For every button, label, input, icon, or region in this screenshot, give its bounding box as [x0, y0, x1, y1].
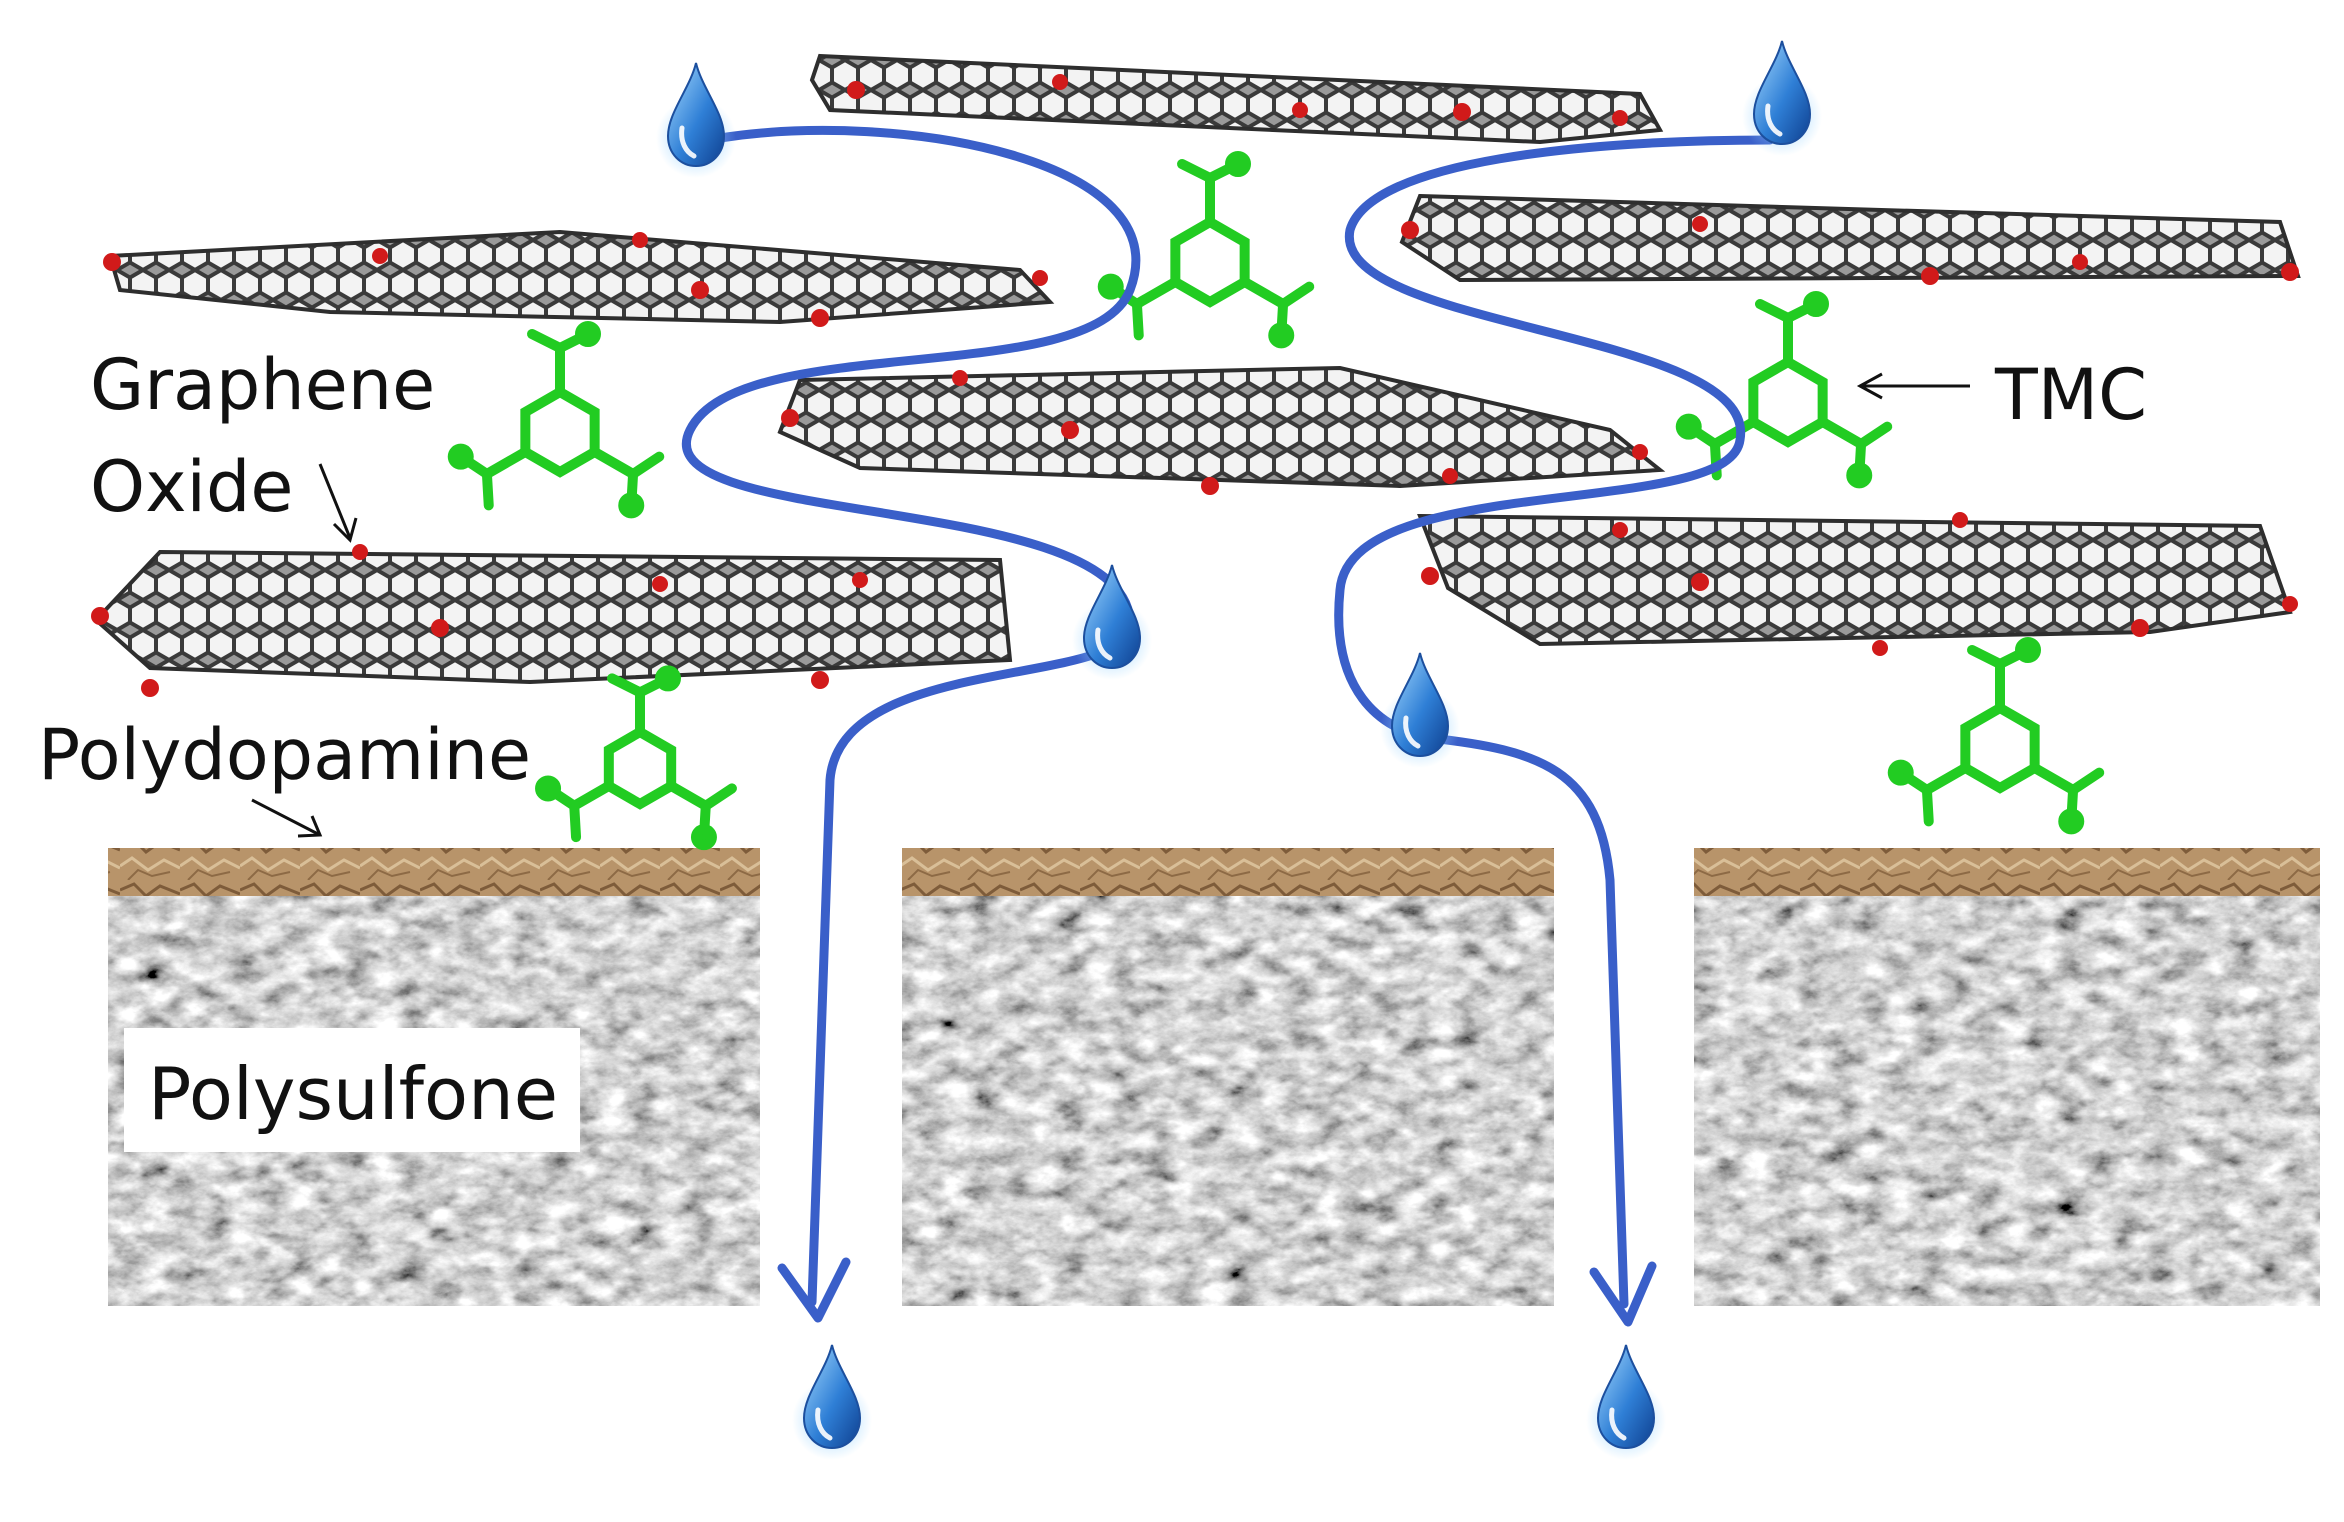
oxygen-dot	[1292, 102, 1308, 118]
oxygen-dot	[1612, 522, 1628, 538]
support-block-right	[1694, 848, 2320, 1306]
oxygen-dot	[1952, 512, 1968, 528]
oxygen-dot	[1453, 103, 1471, 121]
oxygen-dot	[632, 232, 648, 248]
oxygen-dot	[1442, 468, 1458, 484]
water-drop-icon	[1586, 1345, 1666, 1460]
oxygen-dot	[811, 309, 829, 327]
oxygen-dot	[952, 370, 968, 386]
oxygen-dot	[2282, 596, 2298, 612]
support-block-middle	[902, 848, 1554, 1306]
water-path-left	[682, 126, 1141, 1307]
tmc-molecule-icon	[447, 321, 665, 519]
oxygen-dot	[1032, 270, 1048, 286]
polysulfone-label-box	[124, 1028, 580, 1152]
tmc-molecule-icon	[535, 665, 737, 851]
arrowhead-right	[1589, 1261, 1657, 1327]
graphene-oxide-label-line1: Graphene	[90, 344, 436, 426]
graphene-oxide-pointer	[318, 463, 358, 543]
polydopamine-layer	[108, 848, 760, 896]
oxygen-dot	[141, 679, 159, 697]
tmc-label: TMC	[1995, 354, 2148, 436]
polydopamine-label: Polydopamine	[38, 714, 532, 796]
graphene-sheet	[777, 365, 1666, 489]
oxygen-dot	[1921, 267, 1939, 285]
oxygen-dot	[1632, 444, 1648, 460]
tmc-molecules	[447, 151, 2105, 851]
polydopamine-layer	[1694, 848, 2320, 896]
water-drop-icon	[656, 63, 736, 178]
graphene-sheet	[93, 549, 1013, 685]
water-drop-icon	[792, 1345, 872, 1460]
oxygen-dot	[1692, 216, 1708, 232]
water-drop-icon	[1072, 565, 1152, 680]
polysulfone-support	[1694, 896, 2320, 1306]
oxygen-dot	[847, 81, 865, 99]
oxygen-dot	[2281, 263, 2299, 281]
oxygen-dot	[781, 409, 799, 427]
oxygen-dot	[431, 619, 449, 637]
oxygen-dot	[1872, 640, 1888, 656]
oxygen-dot	[372, 248, 388, 264]
oxygen-dot	[1691, 573, 1709, 591]
oxygen-dot	[1401, 221, 1419, 239]
polysulfone-support	[902, 896, 1554, 1306]
oxygen-dot	[691, 281, 709, 299]
graphene-sheet	[107, 229, 1055, 325]
tmc-pointer	[1856, 372, 1970, 400]
oxygen-dot	[1061, 421, 1079, 439]
label-pointers	[251, 372, 1970, 838]
arrowhead-left	[777, 1257, 851, 1323]
polysulfone-label: Polysulfone	[148, 1052, 558, 1136]
oxygen-dot	[811, 671, 829, 689]
oxygen-dot	[103, 253, 121, 271]
polydopamine-pointer	[251, 798, 323, 838]
tmc-molecule-icon	[1675, 291, 1893, 489]
oxygen-dot	[91, 607, 109, 625]
oxygen-dot	[652, 576, 668, 592]
oxygen-dot	[1612, 110, 1628, 126]
oxygen-dot	[2072, 254, 2088, 270]
water-drop-icon	[1742, 41, 1822, 156]
graphene-oxide-sheets	[93, 53, 2301, 685]
graphene-sheet	[809, 53, 1664, 145]
graphene-oxide-label-line2: Oxide	[90, 446, 294, 528]
oxygen-dot	[1052, 74, 1068, 90]
oxygen-dot	[2131, 619, 2149, 637]
oxygen-dot	[1201, 477, 1219, 495]
graphene-sheet	[1417, 513, 2293, 647]
oxygen-dot	[1421, 567, 1439, 585]
graphene-sheet	[1399, 193, 2301, 283]
oxygen-dot	[852, 572, 868, 588]
tmc-molecule-icon	[1887, 637, 2105, 835]
oxygen-dot	[352, 544, 368, 560]
water-drop-icon	[1380, 653, 1460, 768]
polydopamine-layer	[902, 848, 1554, 896]
oxygen-groups	[91, 74, 2299, 697]
